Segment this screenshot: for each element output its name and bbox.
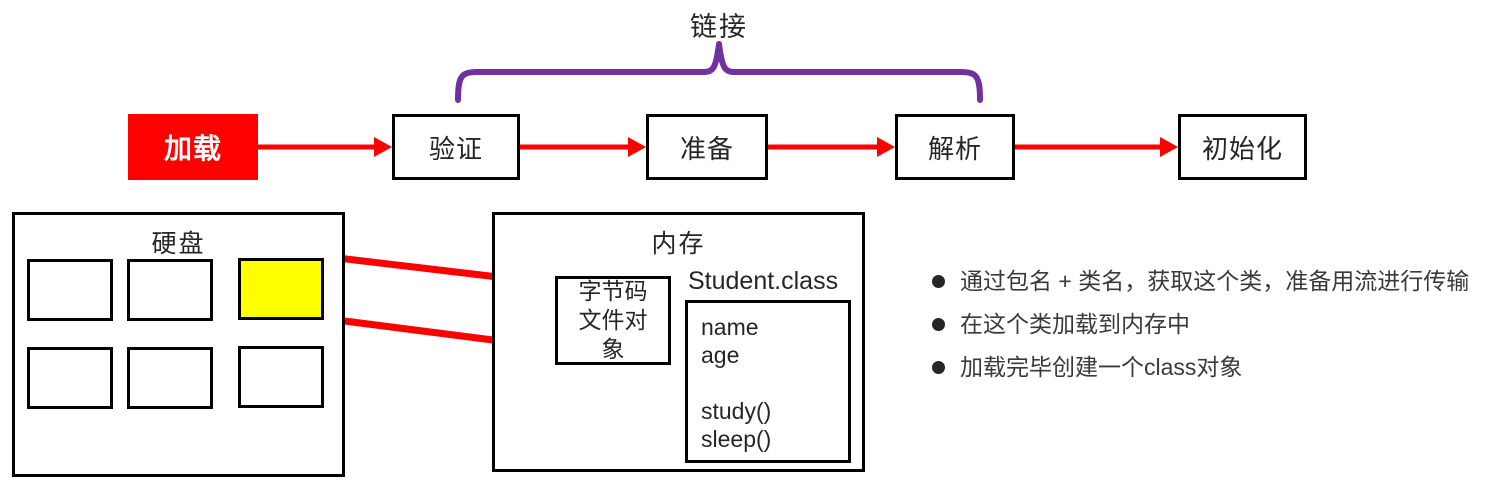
disk-cell — [27, 259, 113, 321]
stage-prepare: 准备 — [646, 114, 768, 180]
bullet-icon — [932, 274, 945, 288]
disk-title: 硬盘 — [151, 230, 206, 258]
disk-cell — [127, 347, 213, 409]
notes-list: 通过包名 + 类名，获取这个类，准备用流进行传输 在这个类加载到内存中 加载完毕… — [932, 268, 1469, 397]
class-field: age — [701, 342, 740, 368]
stage-verify: 验证 — [392, 114, 520, 180]
bullet-icon — [932, 317, 945, 331]
stage-load: 加载 — [128, 114, 258, 180]
class-field: name — [701, 314, 759, 340]
class-box-spacer — [701, 369, 848, 397]
stage-prepare-label: 准备 — [679, 133, 734, 164]
arrowhead-verify-prepare — [628, 137, 646, 157]
link-phase-label: 链接 — [690, 12, 748, 42]
arrowhead-load-verify — [374, 137, 392, 157]
arrowhead-resolve-init — [1160, 137, 1178, 157]
disk-cell — [127, 259, 213, 321]
memory-title: 内存 — [651, 230, 706, 258]
note-text: 通过包名 + 类名，获取这个类，准备用流进行传输 — [960, 268, 1470, 294]
arrowhead-prepare-resolve — [877, 137, 895, 157]
stage-verify-label: 验证 — [428, 133, 483, 164]
stage-load-label: 加载 — [163, 133, 222, 164]
class-file-name: Student.class — [688, 267, 839, 295]
note-item: 加载完毕创建一个class对象 — [932, 354, 1469, 380]
class-method: sleep() — [701, 426, 772, 452]
disk-cell — [27, 347, 113, 409]
stage-init-label: 初始化 — [1201, 133, 1283, 164]
note-item: 通过包名 + 类名，获取这个类，准备用流进行传输 — [932, 268, 1469, 294]
stage-resolve: 解析 — [895, 114, 1015, 180]
link-brace — [455, 41, 983, 103]
note-text: 加载完毕创建一个class对象 — [960, 354, 1243, 380]
bytecode-object-box: 字节码文件对象 — [555, 276, 671, 365]
stage-init: 初始化 — [1178, 114, 1307, 180]
note-text: 在这个类加载到内存中 — [960, 311, 1190, 337]
disk-cell-highlighted — [238, 258, 324, 320]
bytecode-object-label: 字节码文件对象 — [578, 278, 648, 362]
disk-panel: 硬盘 — [12, 212, 345, 477]
stage-resolve-label: 解析 — [927, 133, 982, 164]
bullet-icon — [932, 360, 945, 374]
memory-panel: 内存 字节码文件对象 Student.class name age study(… — [492, 212, 865, 472]
class-structure-box: name age study() sleep() — [685, 300, 851, 463]
note-item: 在这个类加载到内存中 — [932, 311, 1469, 337]
disk-cell — [238, 346, 324, 408]
class-method: study() — [701, 398, 772, 424]
